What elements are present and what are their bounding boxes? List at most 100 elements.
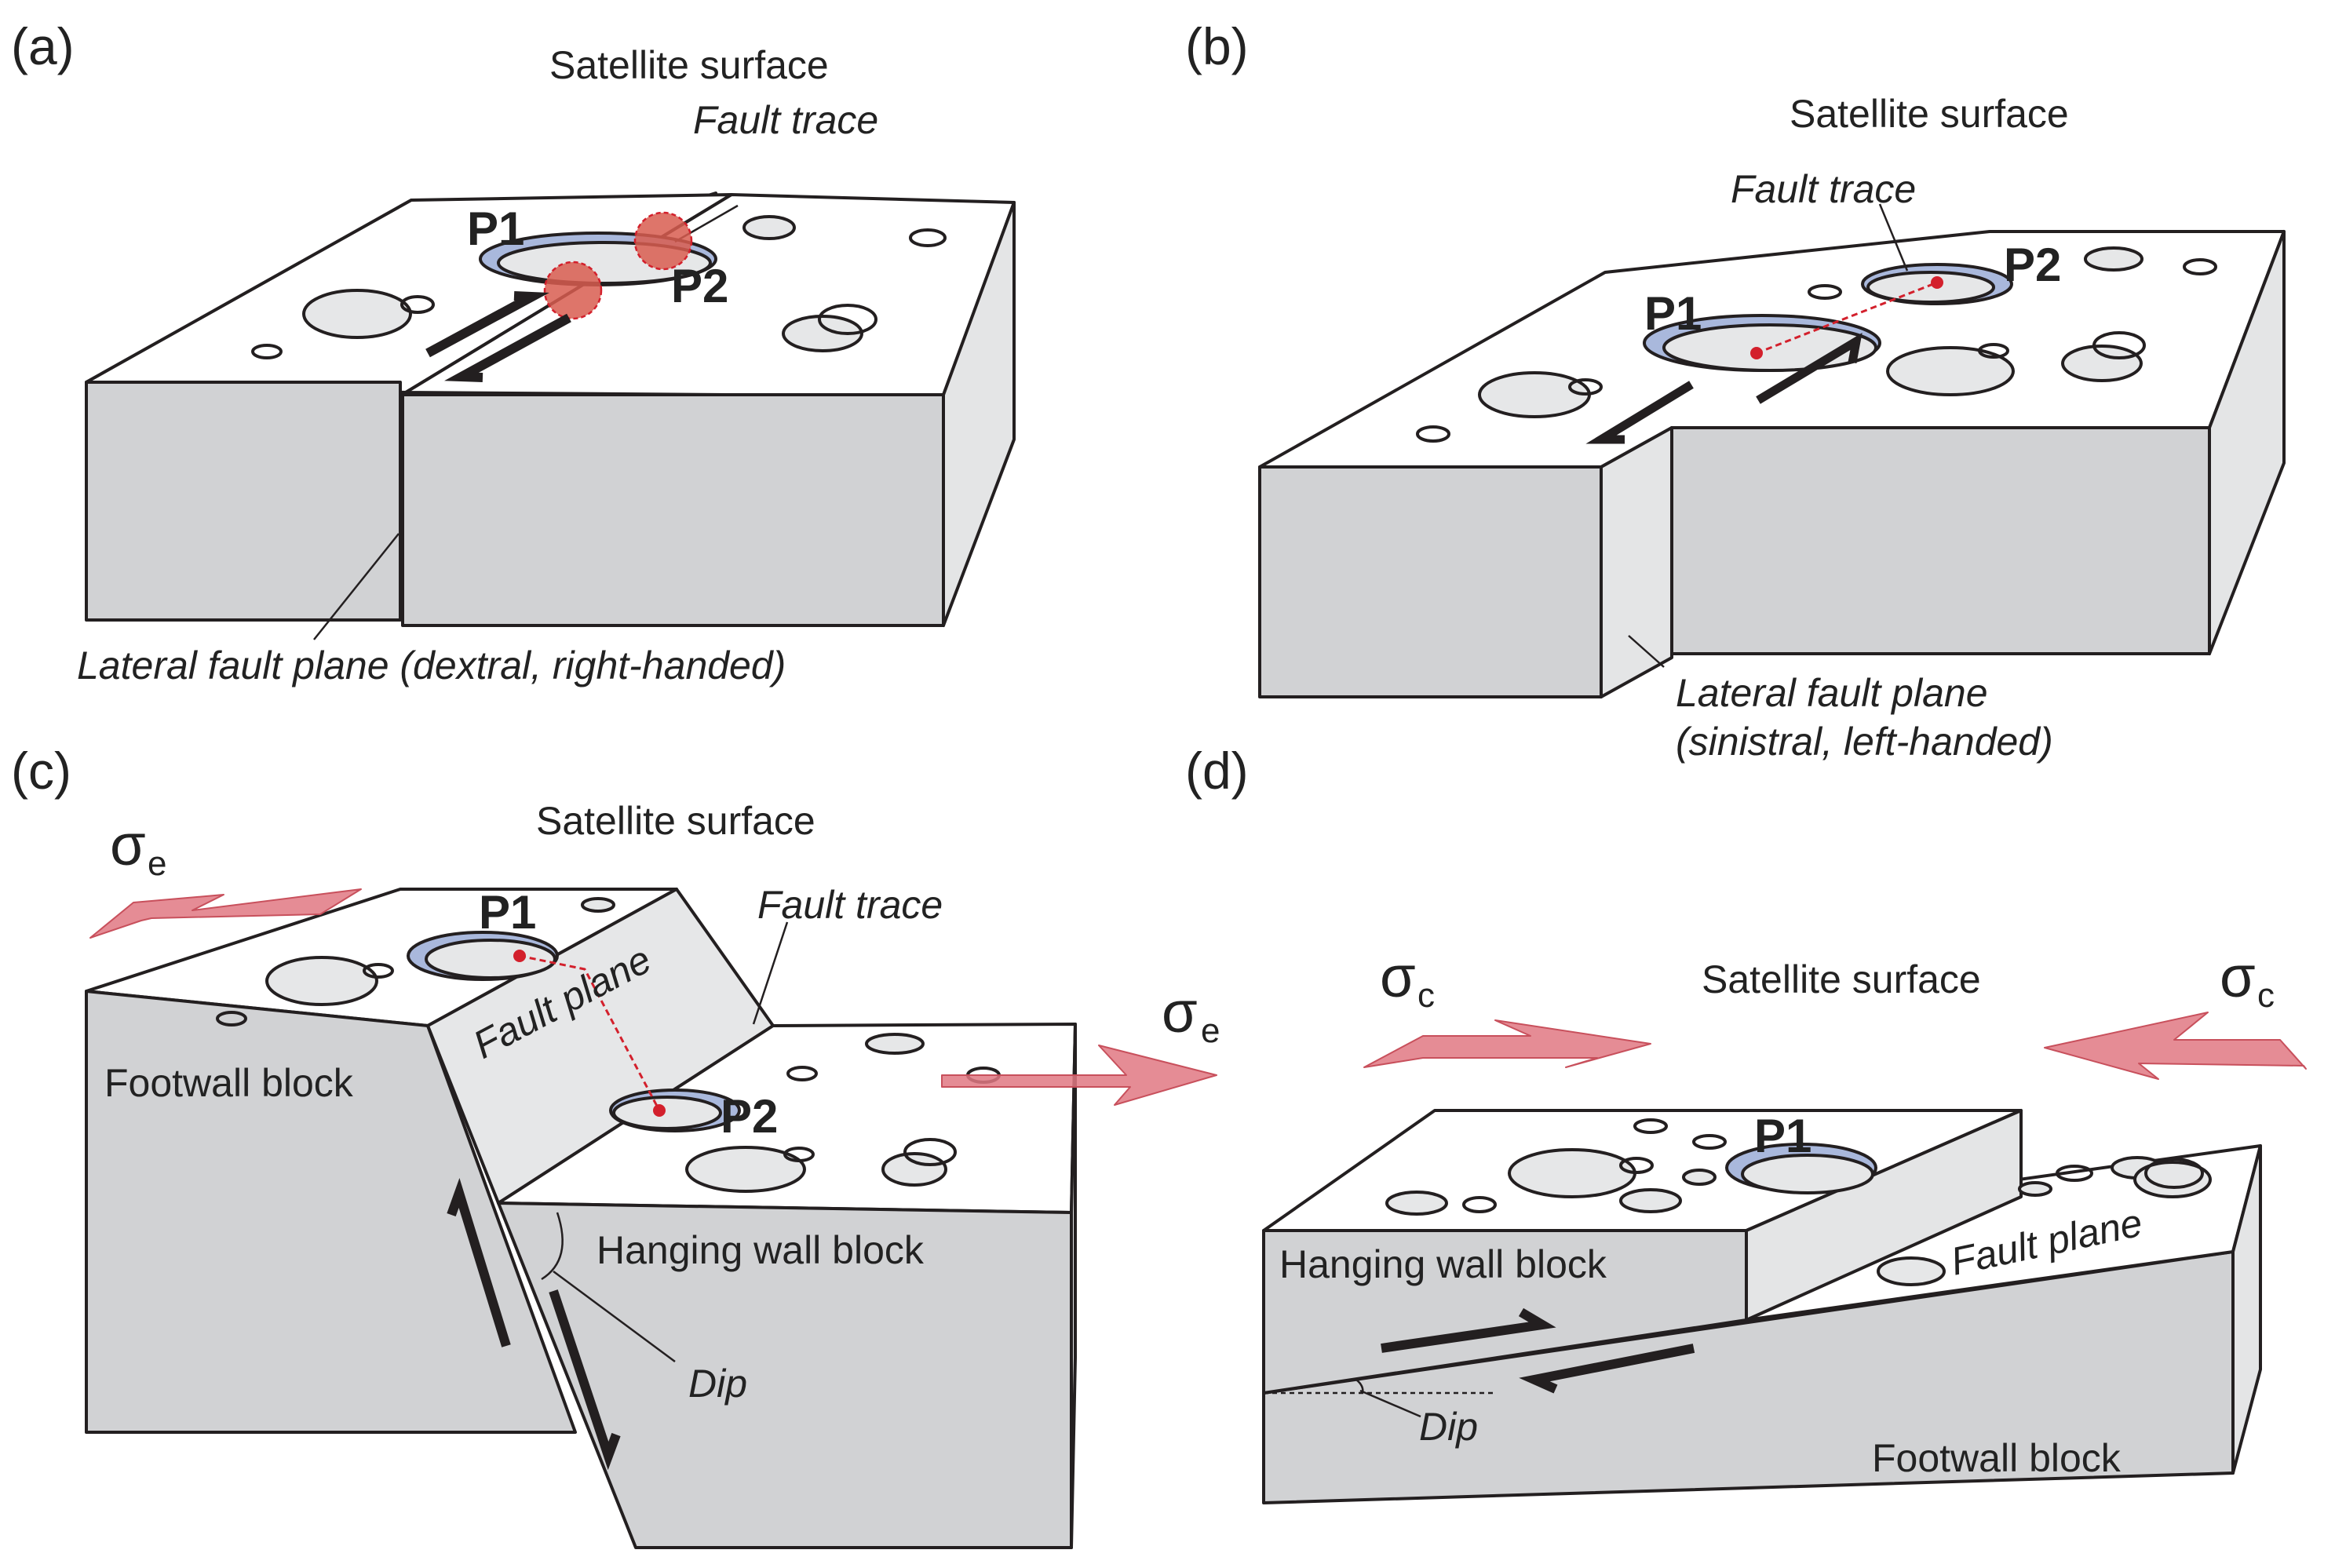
panel-c-crater (581, 897, 615, 913)
panel-a-right-block (401, 393, 945, 627)
panel-b-crater (1416, 425, 1450, 443)
panel-c-p2-label: P2 (721, 1090, 778, 1143)
panel-d-dip-label: Dip (1419, 1405, 1478, 1449)
panel-a-crater (818, 304, 877, 335)
panel-b-shear-arrow-left (1585, 381, 1694, 444)
panel-d-dip-leader (1359, 1389, 1421, 1418)
panel-c-footwall-label: Footwall block (104, 1061, 354, 1105)
panel-d-crater (1508, 1148, 1636, 1198)
panel-d-crater-p1-inner (1741, 1154, 1874, 1194)
panel-c-dip-leader (553, 1270, 676, 1363)
panel-d-crater (2144, 1158, 2204, 1189)
panel-d-crater (1692, 1134, 1727, 1150)
panel-b-crater (2092, 331, 2146, 359)
panel-c-dip-label: Dip (688, 1362, 747, 1406)
panel-b-crater (2061, 345, 2143, 382)
svg-text:e: e (1201, 1012, 1220, 1050)
panel-b-crater-p2-inner (1866, 271, 1995, 304)
panel-b-point-p1-dot (1750, 347, 1763, 359)
panel-d-stress-arrow-right (2044, 1012, 2307, 1080)
svg-text:σ: σ (110, 812, 146, 877)
panel-b-point-p2-dot (1931, 276, 1943, 289)
panel-a-left-block (85, 381, 402, 622)
panel-d-crater (1619, 1157, 1654, 1174)
panel-d-crater (1682, 1169, 1717, 1186)
panel-d-crater (2133, 1161, 2212, 1198)
panel-d-tag: (d) (1185, 742, 1249, 800)
panel-d-sigma-left: σ c (1380, 944, 1435, 1015)
panel-b-fault-trace-leader (1878, 203, 1909, 272)
panel-d-surface-label: Satellite surface (1702, 957, 1981, 1001)
panel-a-fault-plane-label: Lateral fault plane (dextral, right-hand… (77, 644, 786, 687)
panel-d-hanging-wall-label: Hanging wall block (1279, 1242, 1607, 1286)
panel-b-surface-label: Satellite surface (1790, 92, 2069, 136)
panel-d-stress-arrow-left (1363, 1019, 1651, 1068)
panel-d-crater (1619, 1188, 1682, 1213)
svg-text:e: e (148, 844, 166, 883)
panel-c-offset-line (519, 954, 661, 1111)
panel-c-crater (865, 1033, 925, 1055)
panel-b-fault-plane-label-1: Lateral fault plane (1676, 671, 1988, 715)
panel-c-crater (881, 1152, 947, 1187)
panel-c-point-p2-dot (653, 1104, 666, 1117)
panel-d-slip-arrow-left (1519, 1344, 1695, 1394)
panel-c-fault-trace-label: Fault trace (757, 883, 943, 927)
panel-a-crater (400, 295, 435, 314)
panel-c-slip-arrow-up (447, 1177, 511, 1347)
panel-b-labels: (b) Satellite surface Fault trace P1 P2 … (1185, 17, 2069, 764)
panel-c-crater (786, 1066, 818, 1081)
panel-a-crater (302, 289, 412, 339)
panel-b-crater (2183, 258, 2217, 275)
panel-b-crater (1478, 371, 1591, 418)
panel-b (1258, 203, 2286, 698)
panel-c-crater (685, 1146, 806, 1193)
svg-text:σ: σ (1380, 944, 1416, 1009)
panel-c (85, 888, 1217, 1549)
svg-text:c: c (1417, 976, 1435, 1015)
panel-b-fault-trace-label: Fault trace (1731, 167, 1916, 211)
panel-c-fault-trace-leader (752, 921, 789, 1025)
panel-b-tag: (b) (1185, 17, 1249, 75)
panel-c-hanging-wall-label: Hanging wall block (597, 1228, 925, 1272)
panel-c-crater (783, 1147, 815, 1162)
panel-c-crater (363, 963, 394, 979)
panel-b-offset-line (1756, 281, 1938, 355)
panel-c-crater (265, 956, 378, 1006)
panel-c-p1-label: P1 (479, 886, 536, 939)
panel-c-point-p1-dot (513, 950, 526, 962)
panel-a-surface-label: Satellite surface (549, 43, 829, 87)
panel-a-crater (782, 315, 863, 352)
panel-c-crater (903, 1138, 957, 1166)
panel-a-tag: (a) (11, 17, 75, 75)
panel-b-shear-arrow-right (1756, 333, 1863, 404)
panel-b-p1-label: P1 (1644, 287, 1702, 340)
panel-b-crater (1978, 343, 2009, 359)
panel-c-tag: (c) (11, 742, 71, 800)
panel-c-stress-arrow-right (941, 1045, 1217, 1106)
panel-d-footwall-label: Footwall block (1872, 1436, 2122, 1480)
panel-d-footwall-side (2231, 1144, 2262, 1475)
panel-a-fault-trace-label: Fault trace (693, 98, 878, 142)
panel-b-crater (2084, 246, 2143, 272)
panel-c-crater-p1-inner (425, 939, 556, 979)
panel-d (1262, 1012, 2307, 1504)
panel-a-p2-label: P2 (671, 260, 728, 312)
panel-b-crater (1808, 284, 1842, 300)
panel-a-shear-arrow-up (425, 291, 549, 358)
panel-b-crater (1886, 346, 2015, 396)
panel-d-crater (1633, 1118, 1668, 1134)
panel-a-crater (909, 228, 947, 247)
panel-b-fault-plane-leader (1628, 635, 1665, 668)
panel-c-surface-label: Satellite surface (536, 799, 815, 843)
panel-b-fault-plane-label-2: (sinistral, left-handed) (1676, 720, 2053, 764)
panel-a-crater (251, 344, 283, 359)
panel-b-right-block (1670, 426, 2211, 655)
panel-a-point-p1-marker (543, 261, 603, 320)
panel-a-fault-plane-leader (313, 533, 400, 640)
panel-c-footwall-front (85, 990, 577, 1434)
panel-d-sigma-right: σ c (2220, 944, 2275, 1015)
panel-a-p1-label: P1 (467, 202, 524, 255)
panel-b-right-side (2208, 230, 2286, 655)
panel-b-left-block (1258, 465, 1603, 698)
